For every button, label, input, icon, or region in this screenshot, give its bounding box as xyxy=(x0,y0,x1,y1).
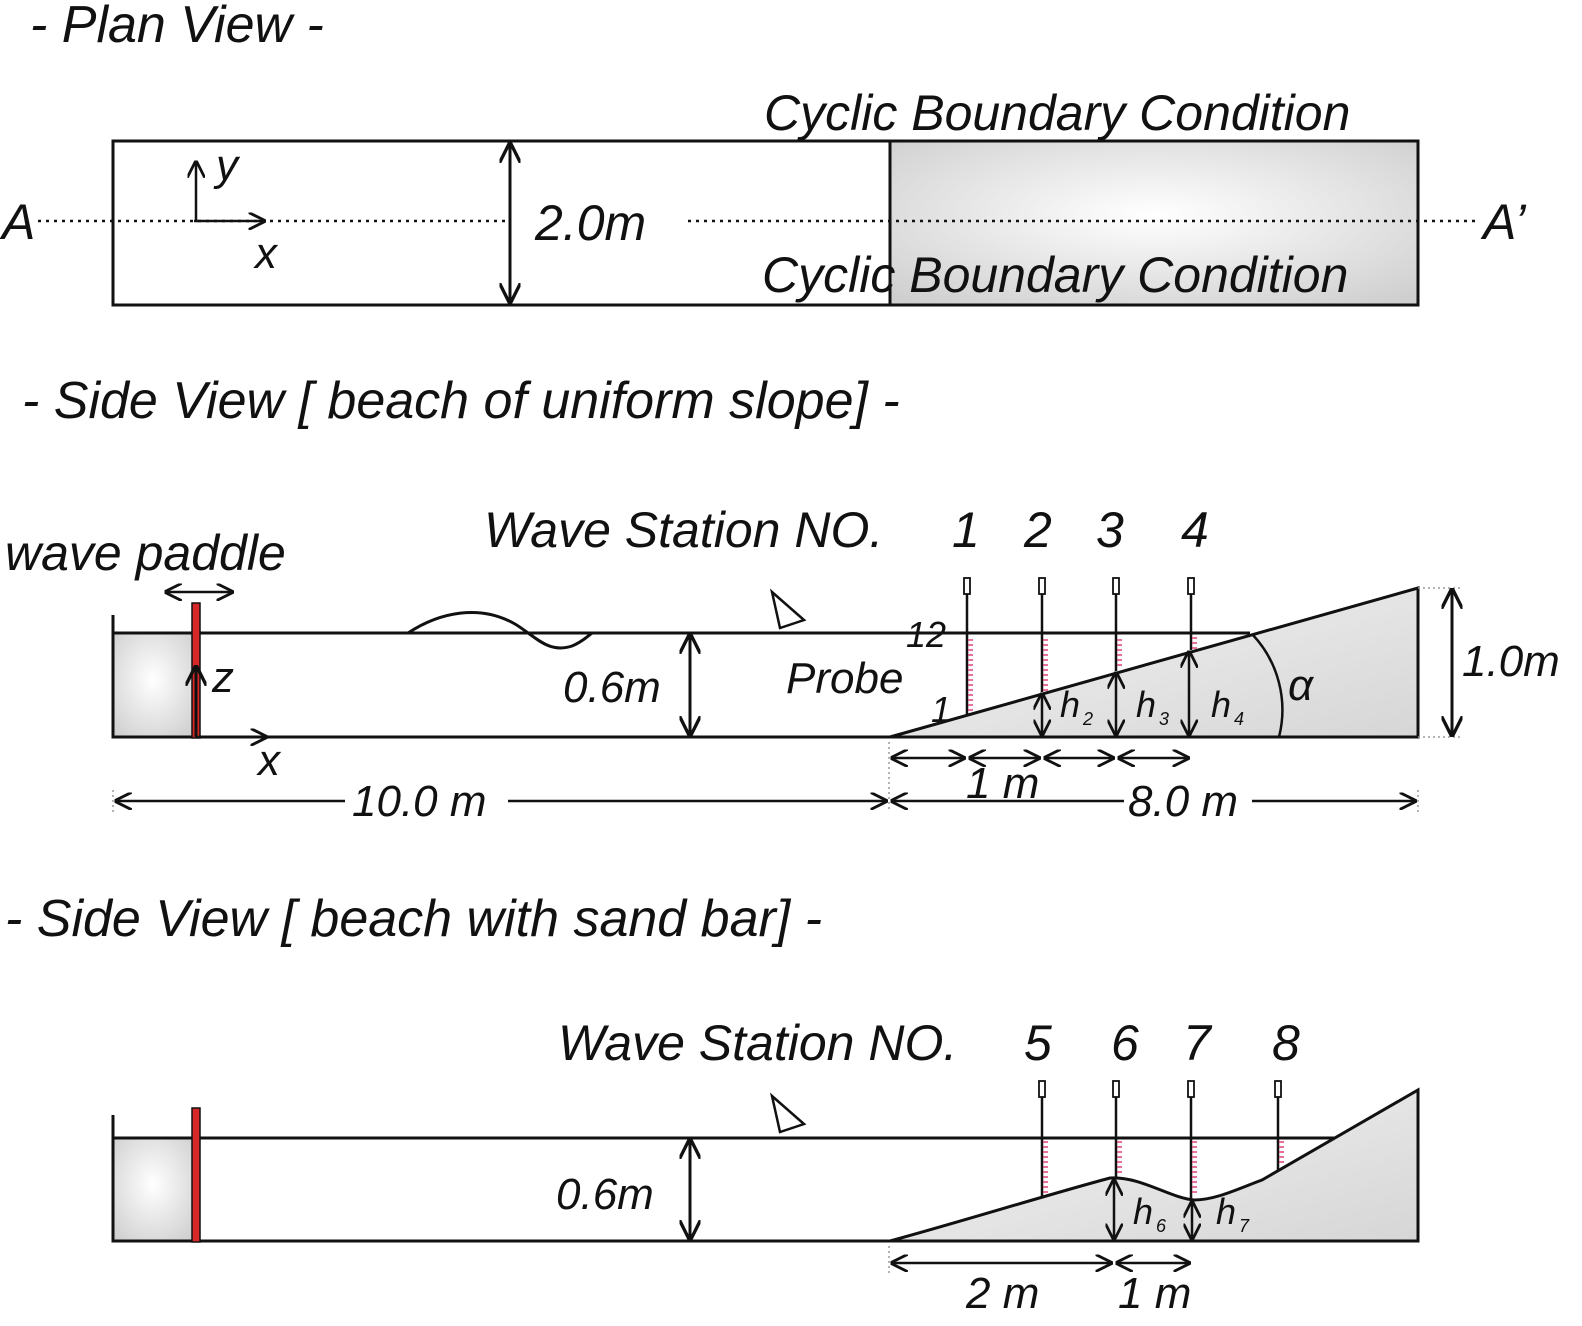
probe-bottom-index: 1 xyxy=(931,689,951,730)
station-header-2: Wave Station NO. xyxy=(558,1015,957,1071)
station-1-label: 1 xyxy=(952,502,980,558)
probe-8 xyxy=(1274,1080,1284,1170)
station-5-label: 5 xyxy=(1024,1015,1052,1071)
probe-7 xyxy=(1187,1080,1197,1199)
probe-4 xyxy=(1187,577,1197,650)
water-level-marker-icon xyxy=(769,588,807,630)
water-level-marker-2-icon xyxy=(769,1092,807,1134)
dist-label-b: 1 m xyxy=(1118,1269,1191,1318)
probe-5 xyxy=(1038,1080,1048,1196)
side-view-1-title: - Side View [ beach of uniform slope] - xyxy=(22,372,900,430)
h7-sub: 7 xyxy=(1239,1216,1250,1236)
sandbar-beach xyxy=(889,1087,1420,1243)
side-view-sandbar: - Side View [ beach with sand bar] - 0.6… xyxy=(5,890,1420,1318)
station-8-label: 8 xyxy=(1272,1015,1300,1071)
cyclic-zone xyxy=(890,141,1418,305)
beach-height-label: 1.0m xyxy=(1462,637,1560,686)
h2-sub: 2 xyxy=(1082,709,1093,729)
h3-label: h xyxy=(1136,684,1156,725)
wave-profile xyxy=(407,611,593,650)
plan-axis-x-label: x xyxy=(253,229,279,278)
dist-label-a: 2 m xyxy=(965,1269,1039,1318)
depth-label: 0.6m xyxy=(563,663,661,712)
plan-view: - Plan View - A A’ 2.0m y x Cyclic Bound… xyxy=(0,0,1526,307)
slope-length-label: 8.0 m xyxy=(1128,777,1238,826)
paddle-chamber-2 xyxy=(113,1138,193,1241)
probe-top-index: 12 xyxy=(906,614,946,655)
probe-6 xyxy=(1112,1080,1122,1178)
section-label-a: A xyxy=(0,194,35,250)
wave-paddle-2 xyxy=(191,1107,201,1243)
slope-angle-label: α xyxy=(1288,661,1315,710)
side-axis-z-label: z xyxy=(211,653,234,702)
h4-sub: 4 xyxy=(1234,709,1244,729)
h4-label: h xyxy=(1211,684,1231,725)
slope-angle-arc xyxy=(1251,633,1284,738)
paddle-chamber xyxy=(113,633,193,737)
boundary-label-bottom: Cyclic Boundary Condition xyxy=(762,247,1348,303)
probe-3 xyxy=(1112,577,1122,671)
uniform-beach xyxy=(889,586,1420,739)
boundary-label-top: Cyclic Boundary Condition xyxy=(764,85,1350,141)
side-view-uniform: - Side View [ beach of uniform slope] - … xyxy=(5,372,1560,826)
paddle-label: wave paddle xyxy=(5,525,286,581)
flat-length-label: 10.0 m xyxy=(352,777,487,826)
plan-width-label: 2.0m xyxy=(534,195,646,251)
side-axis-x-label: x xyxy=(256,736,282,785)
depth-label-2: 0.6m xyxy=(556,1170,654,1219)
probe-1 xyxy=(963,577,973,715)
station-6-label: 6 xyxy=(1111,1015,1139,1071)
station-4-label: 4 xyxy=(1181,502,1209,558)
side-view-2-title: - Side View [ beach with sand bar] - xyxy=(5,890,822,948)
station-7-label: 7 xyxy=(1183,1015,1213,1071)
h7-label: h xyxy=(1216,1191,1236,1232)
h2-label: h xyxy=(1060,684,1080,725)
station-header: Wave Station NO. xyxy=(484,502,883,558)
station-2-label: 2 xyxy=(1023,502,1052,558)
plan-view-title: - Plan View - xyxy=(30,0,324,54)
h3-sub: 3 xyxy=(1159,709,1169,729)
probe-label: Probe xyxy=(786,654,903,703)
h6-sub: 6 xyxy=(1156,1216,1167,1236)
probe-2 xyxy=(1038,577,1048,692)
h6-label: h xyxy=(1133,1191,1153,1232)
plan-tank-outline xyxy=(111,139,1420,307)
station-3-label: 3 xyxy=(1096,502,1124,558)
plan-axis-y-label: y xyxy=(213,141,241,190)
section-label-a-prime: A’ xyxy=(1480,194,1526,250)
